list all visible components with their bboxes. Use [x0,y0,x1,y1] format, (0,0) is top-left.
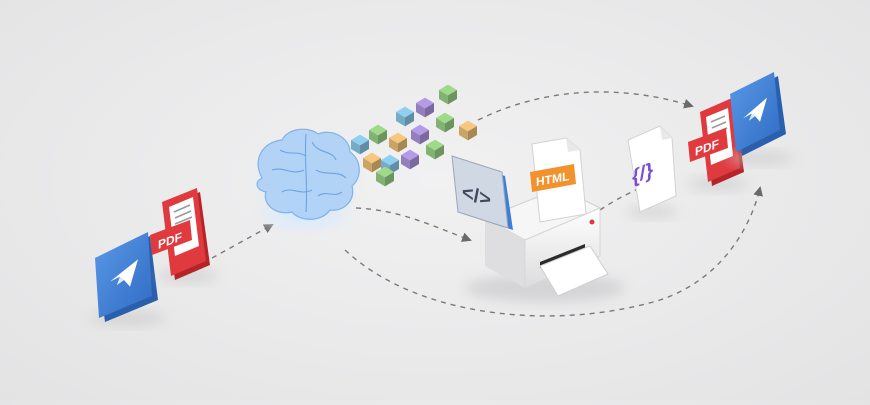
data-cube-icon [439,84,457,105]
data-cube-icon [416,97,434,118]
data-cube-icon [363,152,381,173]
output-pdf-document: PDF [688,98,748,191]
data-cube-icon [411,124,429,145]
code-panel: </> [451,155,513,230]
ai-brain [243,128,367,237]
data-cube-icon [401,149,419,170]
html-document-label: HTML [536,169,569,189]
data-cube-icon [351,134,369,155]
source-telegram-app [90,232,166,326]
telegram-paper-plane-icon [743,97,767,122]
data-cube-icon [459,120,477,141]
data-cube-icon [389,132,407,153]
data-cube-icon [426,139,444,160]
ai-brain-icon [256,128,360,220]
telegram-paper-plane-icon [110,259,138,287]
code-document: {/} [626,125,678,218]
output-telegram-app [726,72,794,165]
code-document-label: {/} [632,158,653,189]
data-cube-icon [376,166,394,187]
data-cube-icon [369,124,387,145]
connector-printer-to-code [599,187,641,211]
connector-brain-to-printer [355,207,472,242]
data-cube-icon [396,106,414,127]
source-pdf-document: PDF [150,188,218,283]
connector-pdf-to-brain [211,224,274,259]
connector-loop-to-output [344,186,763,317]
html-document: HTML [530,137,587,223]
data-cube-icon [436,112,454,133]
connector-blocks-to-output [477,91,694,121]
data-blocks [351,84,477,187]
